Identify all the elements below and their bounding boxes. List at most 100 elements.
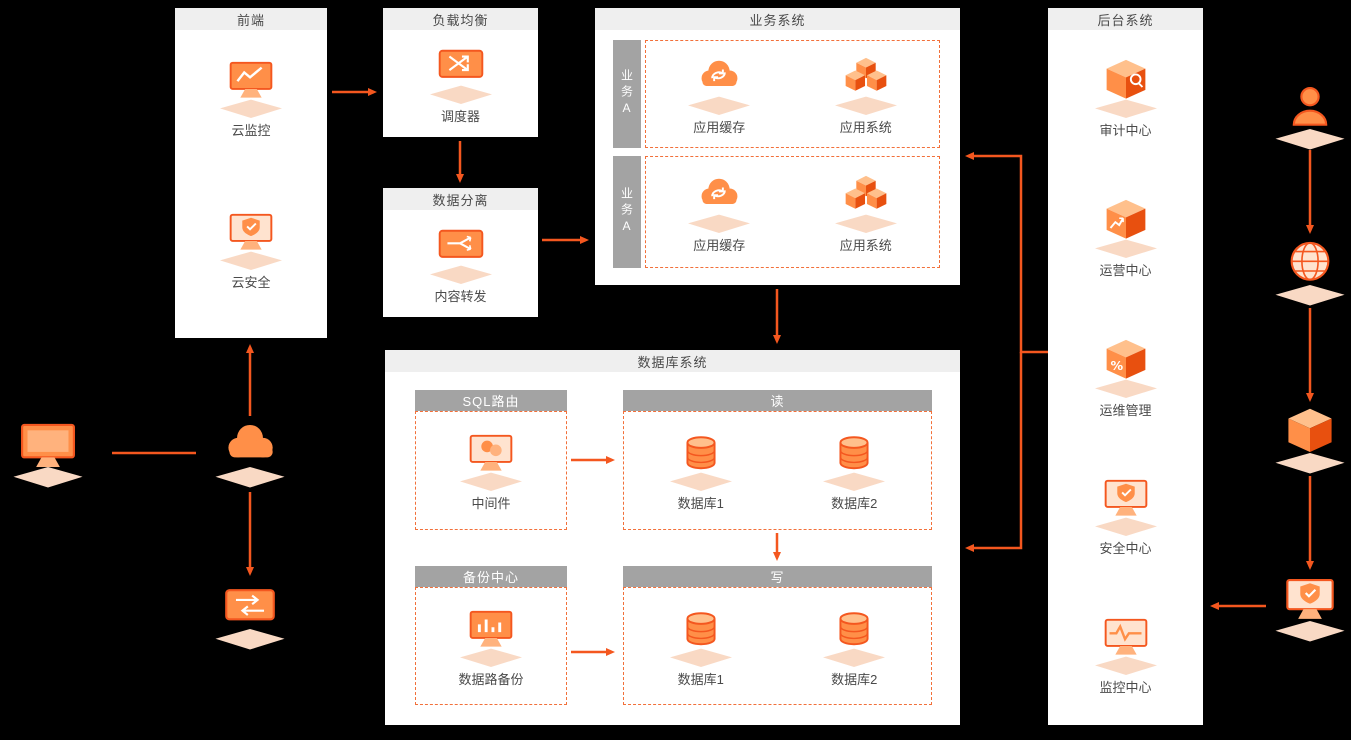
panel-load-balance-title: 负载均衡: [383, 8, 538, 30]
ext-cloud: [209, 418, 291, 488]
ext-data-transfer: [209, 580, 291, 650]
business-group-a1: 业务A 应用缓存 应用系统: [613, 40, 940, 148]
panel-data-separation-title: 数据分离: [383, 188, 538, 210]
app-system-label: 应用系统: [839, 119, 892, 135]
arrow-backend-to-database: [965, 352, 1023, 552]
content-forward-icon: [424, 222, 498, 284]
app-cache-icon: [682, 171, 756, 233]
node-cloud-security: 云安全: [175, 208, 327, 291]
node-app-cache: 应用缓存: [682, 53, 756, 136]
panel-database: 数据库系统 SQL路由 中间件 读 数据库1 数据库2: [385, 350, 960, 725]
app-cache-icon: [682, 53, 756, 115]
database-icon: [664, 429, 738, 491]
om-management-label: 运维管理: [1099, 403, 1152, 418]
panel-frontend: 前端 云监控 云安全: [175, 8, 327, 338]
write-box: 数据库1 数据库2: [623, 587, 932, 705]
security-terminal-icon: [1269, 572, 1351, 642]
ext-user: [1269, 80, 1351, 150]
node-scheduler: 调度器: [383, 42, 538, 125]
node-database-2: 数据库2: [817, 429, 891, 512]
business-group-a2: 业务A 应用缓存 应用系统: [613, 156, 940, 268]
database-2-label: 数据库2: [831, 496, 878, 511]
database-icon: [664, 605, 738, 667]
operations-center-icon: [1089, 196, 1163, 258]
write-header: 写: [623, 566, 932, 587]
audit-center-label: 审计中心: [1099, 123, 1152, 138]
arrow-backend-to-business: [965, 152, 1048, 354]
node-app-cache: 应用缓存: [682, 171, 756, 254]
ext-cube: [1269, 404, 1351, 474]
panel-frontend-title: 前端: [175, 8, 327, 30]
cloud-monitor-label: 云监控: [231, 123, 271, 138]
data-backup-icon: [454, 605, 528, 667]
svg-text:%: %: [1110, 358, 1123, 373]
business-group-a1-tab: 业务A: [613, 40, 641, 148]
db-section-backup: 备份中心 数据路备份: [415, 566, 567, 705]
business-group-a2-tab: 业务A: [613, 156, 641, 268]
database-1-label: 数据库1: [677, 496, 724, 511]
data-transfer-icon: [209, 580, 291, 650]
monitoring-center-icon: [1089, 613, 1163, 675]
database-1-label: 数据库1: [677, 671, 724, 687]
panel-business: 业务系统 业务A 应用缓存 应用系统 业务A 应用缓存: [595, 8, 960, 285]
security-center-label: 安全中心: [1099, 541, 1152, 556]
node-database-1: 数据库1: [664, 429, 738, 512]
app-cache-label: 应用缓存: [693, 237, 746, 253]
om-management-icon: %: [1089, 336, 1163, 398]
globe-icon: [1269, 236, 1351, 306]
backup-header: 备份中心: [415, 566, 567, 587]
panel-load-balance: 负载均衡 调度器: [383, 8, 538, 137]
db-section-write: 写 数据库1 数据库2: [623, 566, 932, 705]
ext-security-terminal: [1269, 572, 1351, 642]
ext-desktop: [7, 418, 89, 488]
desktop-icon: [7, 418, 89, 488]
node-content-forward: 内容转发: [383, 222, 538, 305]
backup-box: 数据路备份: [415, 587, 567, 705]
database-icon: [817, 429, 891, 491]
cloud-security-icon: [214, 208, 288, 270]
data-backup-label: 数据路备份: [458, 671, 524, 687]
user-icon: [1269, 80, 1351, 150]
panel-business-title: 业务系统: [595, 8, 960, 30]
node-monitoring-center: 监控中心: [1048, 613, 1203, 696]
panel-database-title: 数据库系统: [385, 350, 960, 372]
scheduler-label: 调度器: [440, 109, 480, 124]
operations-center-label: 运营中心: [1099, 263, 1152, 278]
node-database-2: 数据库2: [817, 605, 891, 688]
audit-center-icon: [1089, 56, 1163, 118]
node-app-system: 应用系统: [829, 171, 903, 254]
business-group-a1-box: 应用缓存 应用系统: [645, 40, 940, 148]
monitoring-center-label: 监控中心: [1099, 680, 1152, 695]
content-forward-label: 内容转发: [434, 289, 487, 304]
node-cloud-monitor: 云监控: [175, 56, 327, 139]
node-data-backup: 数据路备份: [454, 605, 528, 688]
cloud-monitor-icon: [214, 56, 288, 118]
node-middleware: 中间件: [454, 429, 528, 512]
security-center-icon: [1089, 474, 1163, 536]
node-database-1: 数据库1: [664, 605, 738, 688]
app-system-icon: [829, 53, 903, 115]
node-operations-center: 运营中心: [1048, 196, 1203, 279]
db-section-read: 读 数据库1 数据库2: [623, 390, 932, 530]
node-security-center: 安全中心: [1048, 474, 1203, 557]
database-icon: [817, 605, 891, 667]
node-om-management: % 运维管理: [1048, 336, 1203, 419]
cloud-icon: [209, 418, 291, 488]
app-cache-label: 应用缓存: [693, 119, 746, 135]
database-2-label: 数据库2: [831, 671, 878, 687]
read-header: 读: [623, 390, 932, 411]
sql-route-header: SQL路由: [415, 390, 567, 411]
read-box: 数据库1 数据库2: [623, 411, 932, 530]
ext-globe: [1269, 236, 1351, 306]
scheduler-icon: [424, 42, 498, 104]
app-system-icon: [829, 171, 903, 233]
panel-backend: 后台系统 审计中心 运营中心 % 运维管理 安全中心 监控中心: [1048, 8, 1203, 725]
node-audit-center: 审计中心: [1048, 56, 1203, 139]
panel-data-separation: 数据分离 内容转发: [383, 188, 538, 317]
node-app-system: 应用系统: [829, 53, 903, 136]
app-system-label: 应用系统: [839, 237, 892, 253]
cloud-security-label: 云安全: [231, 275, 271, 290]
cube-icon: [1269, 404, 1351, 474]
panel-backend-title: 后台系统: [1048, 8, 1203, 30]
